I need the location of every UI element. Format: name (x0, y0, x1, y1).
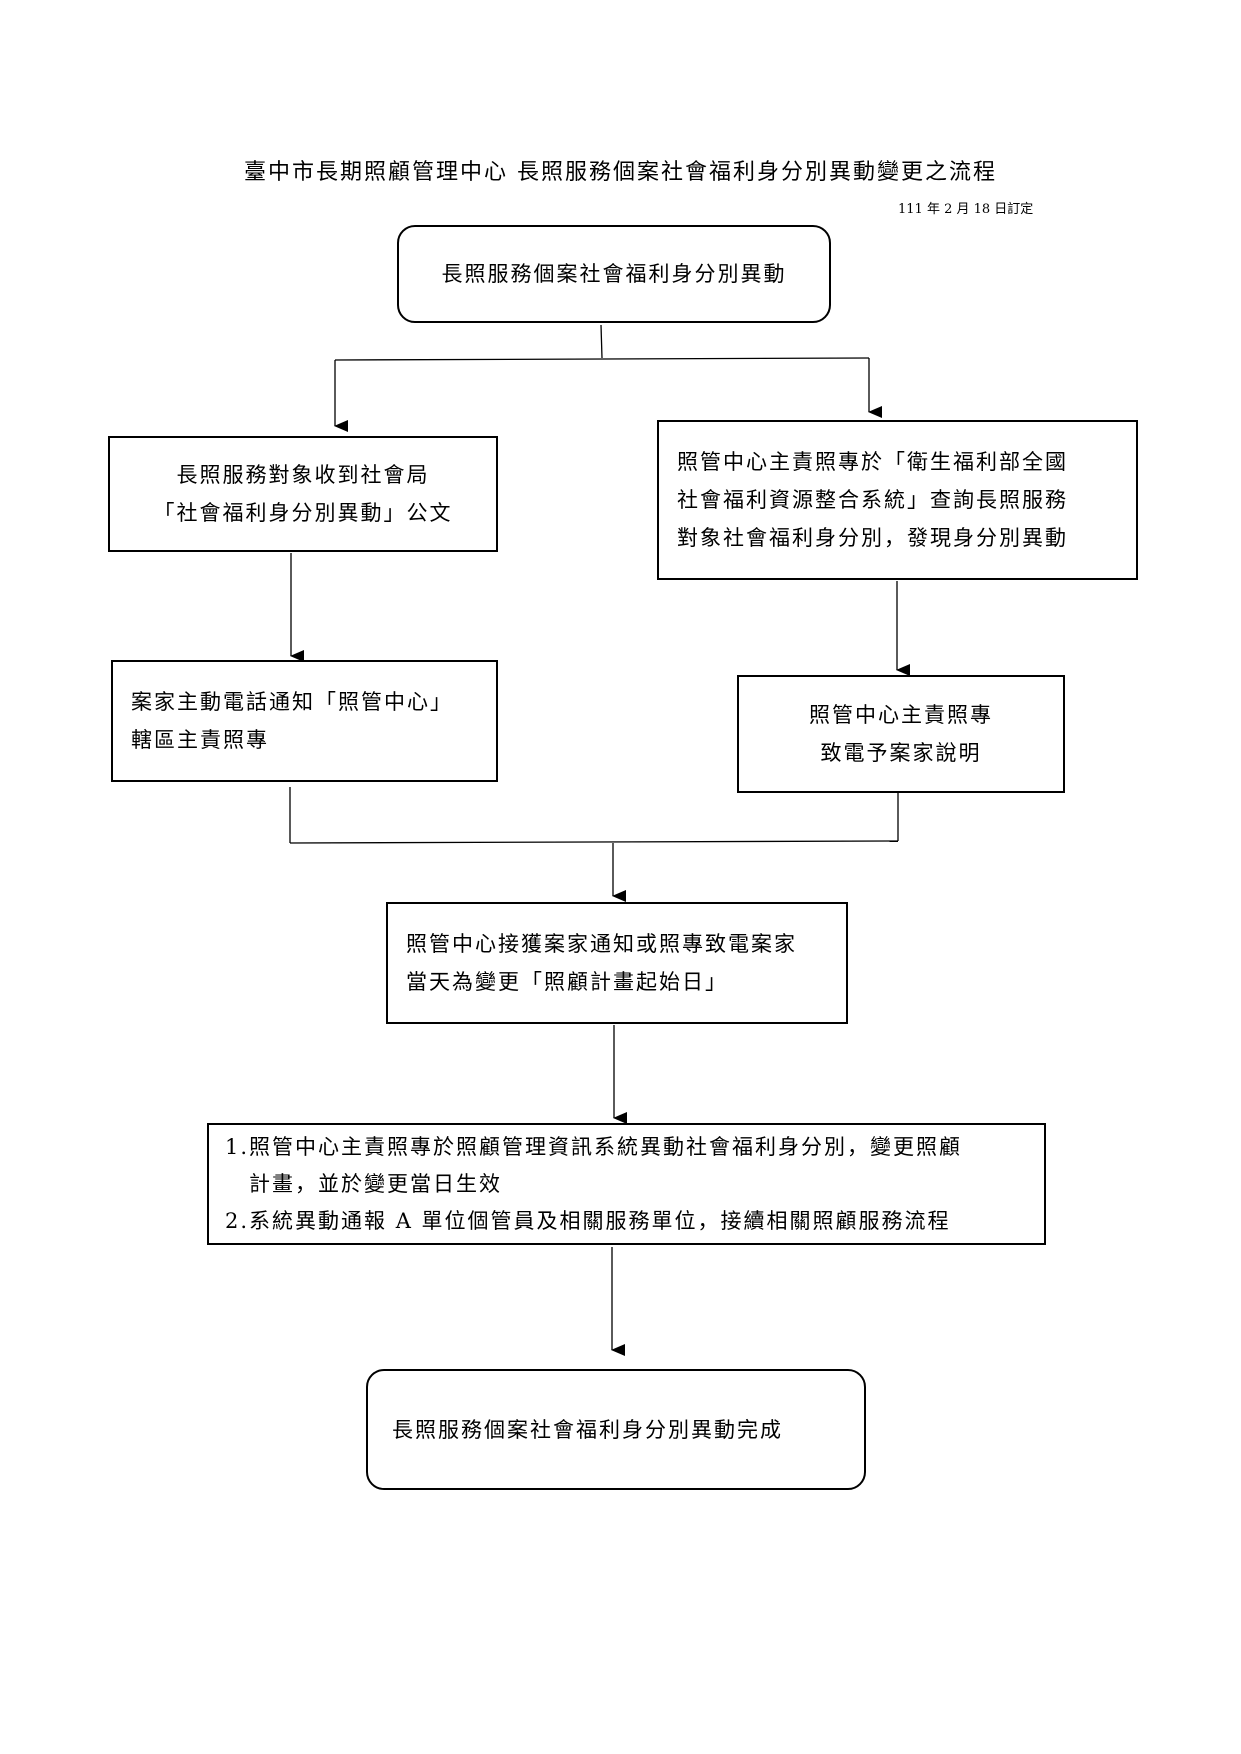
split-connector-stem (600, 324, 603, 359)
family-call-box: 案家主動電話通知「照管中心」 轄區主責照專 (111, 660, 498, 782)
document-title: 臺中市長期照顧管理中心 長照服務個案社會福利身分別異動變更之流程 (244, 160, 997, 185)
system-query-box: 照管中心主責照專於「衛生福利部全國 社會福利資源整合系統」查詢長照服務 對象社會… (657, 420, 1138, 580)
plan-start-date-line-2: 當天為變更「照顧計畫起始日」 (406, 970, 728, 994)
specialist-call-line-1: 照管中心主責照專 (809, 703, 993, 727)
system-update-step-1-continued: 計畫，並於變更當日生效 (249, 1171, 502, 1196)
flow-start-text: 長照服務個案社會福利身分別異動 (441, 262, 787, 286)
system-query-line-1: 照管中心主責照專於「衛生福利部全國 (677, 450, 1068, 474)
specialist-call-box: 照管中心主責照專 致電予案家說明 (737, 675, 1065, 793)
specialist-call-line-2: 致電予案家說明 (820, 741, 982, 765)
receive-notice-line-1: 長照服務對象收到社會局 (176, 463, 430, 487)
system-update-step-1: 1.照管中心主責照專於照顧管理資訊系統異動社會福利身分別，變更照顧 (225, 1134, 963, 1159)
family-call-line-2: 轄區主責照專 (131, 728, 269, 752)
flow-start-box: 長照服務個案社會福利身分別異動 (397, 225, 831, 323)
plan-start-date-line-1: 照管中心接獲案家通知或照專致電案家 (406, 932, 797, 956)
receive-notice-box: 長照服務對象收到社會局 「社會福利身分別異動」公文 (108, 436, 498, 552)
merge-connector-bar (289, 840, 899, 844)
system-query-line-3: 對象社會福利身分別，發現身分別異動 (677, 526, 1068, 550)
split-connector-bar (334, 357, 870, 361)
system-query-line-2: 社會福利資源整合系統」查詢長照服務 (677, 488, 1068, 512)
family-call-line-1: 案家主動電話通知「照管中心」 (131, 690, 453, 714)
flow-end-text: 長照服務個案社會福利身分別異動完成 (392, 1417, 783, 1442)
system-update-step-2: 2.系統異動通報 A 單位個管員及相關服務單位，接續相關照顧服務流程 (225, 1208, 951, 1233)
plan-start-date-box: 照管中心接獲案家通知或照專致電案家 當天為變更「照顧計畫起始日」 (386, 902, 848, 1024)
system-update-steps-box: 1.照管中心主責照專於照顧管理資訊系統異動社會福利身分別，變更照顧 計畫，並於變… (207, 1123, 1046, 1245)
receive-notice-line-2: 「社會福利身分別異動」公文 (153, 501, 453, 525)
document-date: 111 年 2 月 18 日訂定 (898, 202, 1034, 217)
flow-end-box: 長照服務個案社會福利身分別異動完成 (366, 1369, 866, 1490)
